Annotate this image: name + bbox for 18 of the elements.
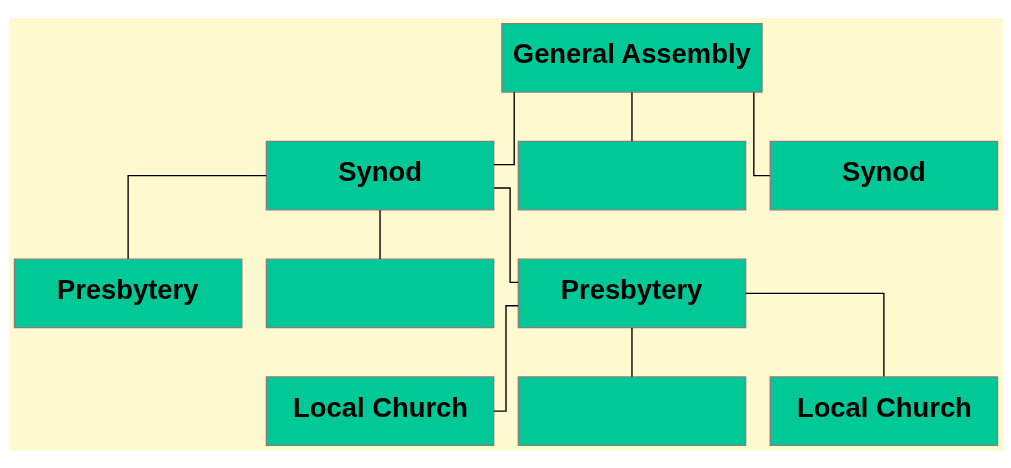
connector — [492, 186, 519, 283]
connector — [378, 209, 381, 260]
connector — [630, 326, 633, 377]
node-box: Synod — [265, 140, 494, 211]
node-box: Synod — [769, 140, 998, 211]
connector — [744, 292, 885, 377]
connector — [126, 174, 267, 259]
connector — [752, 91, 770, 176]
connector — [630, 91, 633, 142]
node-box: General Assembly — [500, 22, 763, 93]
node-box: Presbytery — [517, 257, 746, 328]
node-box — [517, 375, 746, 446]
node-box: Presbytery — [13, 257, 242, 328]
node-box: Local Church — [769, 375, 998, 446]
node-box — [265, 257, 494, 328]
node-box — [517, 140, 746, 211]
node-box: Local Church — [265, 375, 494, 446]
connector — [492, 91, 515, 165]
